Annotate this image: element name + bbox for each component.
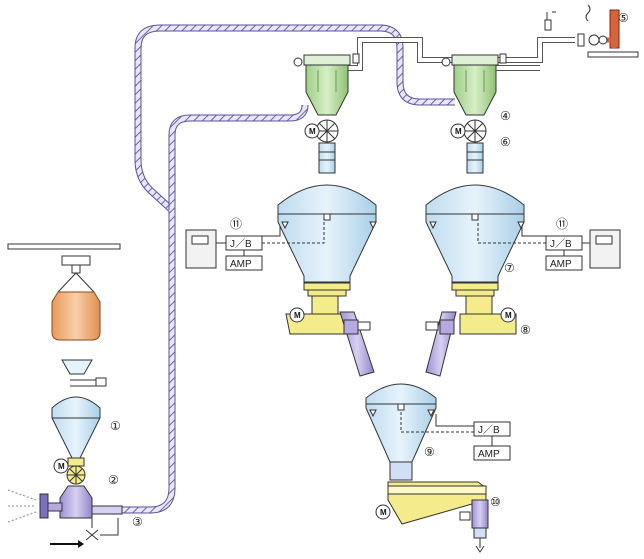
ceiling-rail (7, 243, 121, 293)
bulk-bag (51, 291, 101, 341)
callout-11-left: ⑪ (230, 217, 242, 231)
control-right (477, 222, 621, 271)
screw-feeder-right: M (459, 295, 517, 335)
storage-hopper-left (277, 184, 377, 297)
motor-label: M (309, 127, 316, 136)
air-return-line (330, 37, 575, 71)
callout-7: ⑦ (504, 261, 515, 275)
screw-conveyor: M (375, 481, 489, 553)
jb-label-center: J／B (478, 424, 500, 436)
screw-feeder-left: M (285, 295, 347, 335)
motor-label: M (294, 311, 301, 320)
amp-label-right: AMP (550, 259, 572, 270)
amp-label-center: AMP (478, 449, 500, 460)
storage-hopper-right (425, 184, 525, 297)
motor-label: M (380, 508, 387, 517)
motor-label: M (455, 127, 462, 136)
callout-2: ② (108, 473, 119, 487)
callout-1: ① (110, 419, 121, 433)
callout-11-right: ⑪ (556, 217, 568, 231)
feed-hopper-1 (51, 396, 101, 459)
cyclone-right: M (441, 53, 507, 174)
callout-5: ⑤ (618, 11, 629, 25)
amp-label-left: AMP (230, 259, 252, 270)
callout-9: ⑨ (424, 445, 435, 459)
conveying-pipes (120, 24, 455, 514)
callout-4: ④ (500, 109, 511, 123)
callout-8: ⑧ (520, 323, 531, 337)
motor-label: M (505, 311, 512, 320)
heater-unit (544, 4, 639, 58)
motor-label: M (58, 462, 65, 471)
blower-inlet (7, 489, 123, 548)
jb-label-left: J／B (230, 238, 252, 250)
callout-6: ⑥ (500, 135, 511, 149)
discharge-chutes (339, 311, 457, 377)
jb-label-right: J／B (550, 238, 572, 250)
callout-3: ③ (132, 515, 143, 529)
charging-chute (61, 359, 107, 387)
text-labels: J／B AMP J／B AMP J／B AMP ① ② ③ ④ ⑤ ⑥ ⑦ ⑧ … (108, 11, 629, 529)
rotary-valve-2: M (53, 457, 93, 519)
cyclone-left: M (293, 53, 360, 174)
callout-10: ⑩ (490, 495, 501, 509)
control-center (400, 410, 511, 461)
control-left (185, 222, 325, 271)
